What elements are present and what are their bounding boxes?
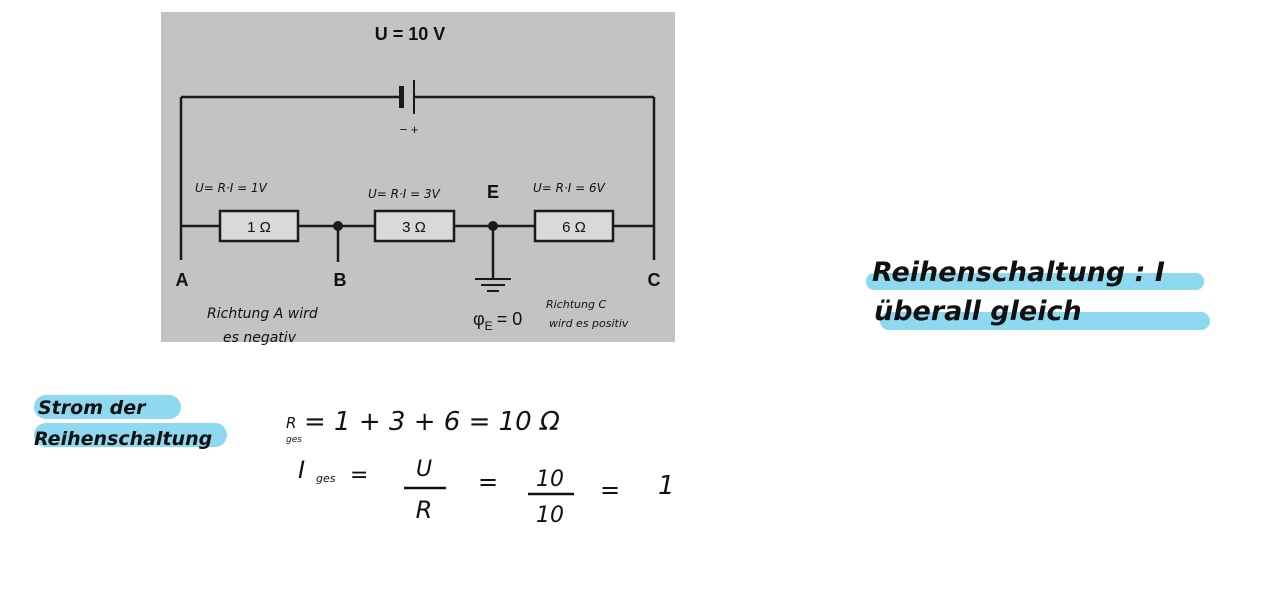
node-c-label: C [648,270,661,290]
phi-value: = 0 [497,309,523,329]
i-equals-1: = [350,463,368,488]
direction-note-a-line1: Richtung A wird [207,306,318,322]
ground-icon [475,278,511,292]
direction-note-a-line2: es negativ [223,330,297,346]
series-circuit-note: Reihenschaltung : I überall gleich [866,257,1210,330]
i-result: 1 [658,471,675,501]
junction-b [333,221,343,231]
resistor-1-label: 1 Ω [247,219,271,236]
i-denominator-1: R [416,496,433,524]
circuit-background [161,12,675,342]
current-note: Strom der Reihenschaltung [34,395,227,450]
i-numerator-1: U [416,457,432,482]
phi-symbol: φ [473,309,485,329]
battery-symbol [399,80,415,114]
supply-voltage-label: U = 10 V [375,24,446,44]
current-equation: I ges = U R = 10 10 = 1 [298,456,675,528]
voltage-annotation-1: U= R·I = 1V [195,181,268,195]
series-note-line2: überall gleich [874,296,1082,327]
r-subscript: ges [286,435,302,445]
resistor-3: 6 Ω [533,209,615,243]
voltage-annotation-2: U= R·I = 3V [368,187,441,201]
i-numerator-2: 10 [536,467,564,492]
circuit-diagram: U = 10 V − + 1 Ω 3 Ω [161,12,675,346]
node-e-label: E [487,182,499,202]
resistor-2: 3 Ω [373,209,456,243]
direction-note-c-line1: Richtung C [546,298,606,311]
i-denominator-2: 10 [536,503,564,528]
highlight-bar-1 [866,273,1204,290]
battery-polarity: − + [400,122,419,137]
resistance-equation: R ges = 1 + 3 + 6 = 10 Ω [286,407,560,445]
series-note-line1: Reihenschaltung : I [872,257,1165,288]
i-equals-2: = [478,468,498,496]
node-a-label: A [176,270,189,290]
i-equals-3: = [600,476,620,504]
resistor-2-label: 3 Ω [402,219,426,236]
node-b-label: B [334,270,347,290]
highlight-bar-4 [34,423,227,447]
junction-e [488,221,498,231]
current-note-line2: Reihenschaltung [34,428,212,450]
phi-subscript: E [485,319,493,333]
highlight-bar-2 [880,312,1210,330]
direction-note-c-line2: wird es positiv [549,317,629,330]
current-note-line1: Strom der [38,397,147,419]
r-symbol: R [286,414,296,432]
highlight-bar-3 [34,395,181,419]
resistor-1: 1 Ω [218,209,300,243]
r-equation: = 1 + 3 + 6 = 10 Ω [304,407,560,437]
voltage-annotation-3: U= R·I = 6V [533,181,606,195]
i-symbol: I [298,456,305,484]
i-subscript: ges [316,472,336,485]
resistor-3-label: 6 Ω [562,219,586,236]
potential-e-label: φE = 0 [473,309,522,333]
